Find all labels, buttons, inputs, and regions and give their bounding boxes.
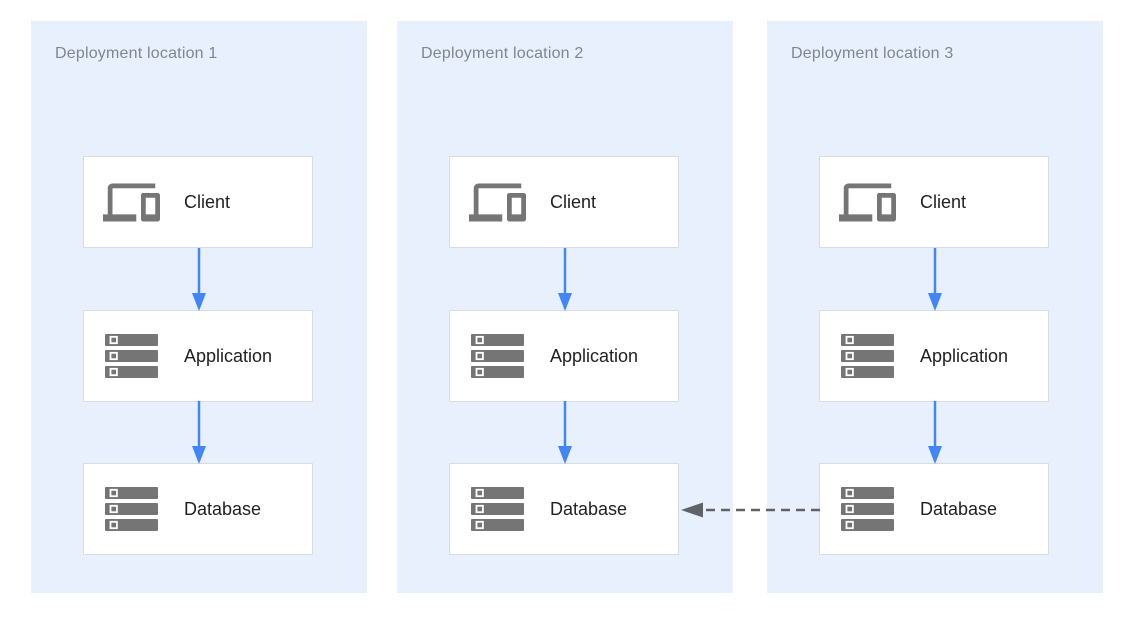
server-stack-icon xyxy=(103,334,160,378)
deployment-location-2-panel: Deployment location 2 Client Application xyxy=(397,21,733,593)
node-database: Database xyxy=(819,463,1049,555)
server-stack-icon xyxy=(469,334,526,378)
server-stack-icon xyxy=(839,487,896,531)
node-label: Application xyxy=(920,345,1009,366)
deployment-location-3-panel: Deployment location 3 Client Application xyxy=(767,21,1103,593)
node-database: Database xyxy=(449,463,679,555)
panel-title: Deployment location 1 xyxy=(55,45,218,62)
panel-title: Deployment location 3 xyxy=(791,45,954,62)
node-application: Application xyxy=(819,310,1049,402)
node-client: Client xyxy=(449,156,679,248)
node-client: Client xyxy=(83,156,313,248)
client-to-application-arrow xyxy=(192,248,206,311)
application-to-database-arrow xyxy=(558,401,572,464)
server-stack-icon xyxy=(839,334,896,378)
client-to-application-arrow xyxy=(928,248,942,311)
devices-icon xyxy=(839,174,896,231)
node-client: Client xyxy=(819,156,1049,248)
node-label: Application xyxy=(184,345,273,366)
server-stack-icon xyxy=(469,487,526,531)
devices-icon xyxy=(469,174,526,231)
node-label: Application xyxy=(550,345,639,366)
devices-icon xyxy=(103,174,160,231)
node-application: Application xyxy=(449,310,679,402)
node-label: Client xyxy=(920,191,967,212)
node-label: Client xyxy=(550,191,597,212)
client-to-application-arrow xyxy=(558,248,572,311)
application-to-database-arrow xyxy=(192,401,206,464)
deployment-location-1-panel: Deployment location 1 Client Application xyxy=(31,21,367,593)
node-label: Client xyxy=(184,191,231,212)
node-label: Database xyxy=(184,498,262,519)
node-label: Database xyxy=(550,498,628,519)
node-label: Database xyxy=(920,498,998,519)
application-to-database-arrow xyxy=(928,401,942,464)
database-replication-arrow xyxy=(681,502,820,518)
node-database: Database xyxy=(83,463,313,555)
server-stack-icon xyxy=(103,487,160,531)
node-application: Application xyxy=(83,310,313,402)
panel-title: Deployment location 2 xyxy=(421,45,584,62)
